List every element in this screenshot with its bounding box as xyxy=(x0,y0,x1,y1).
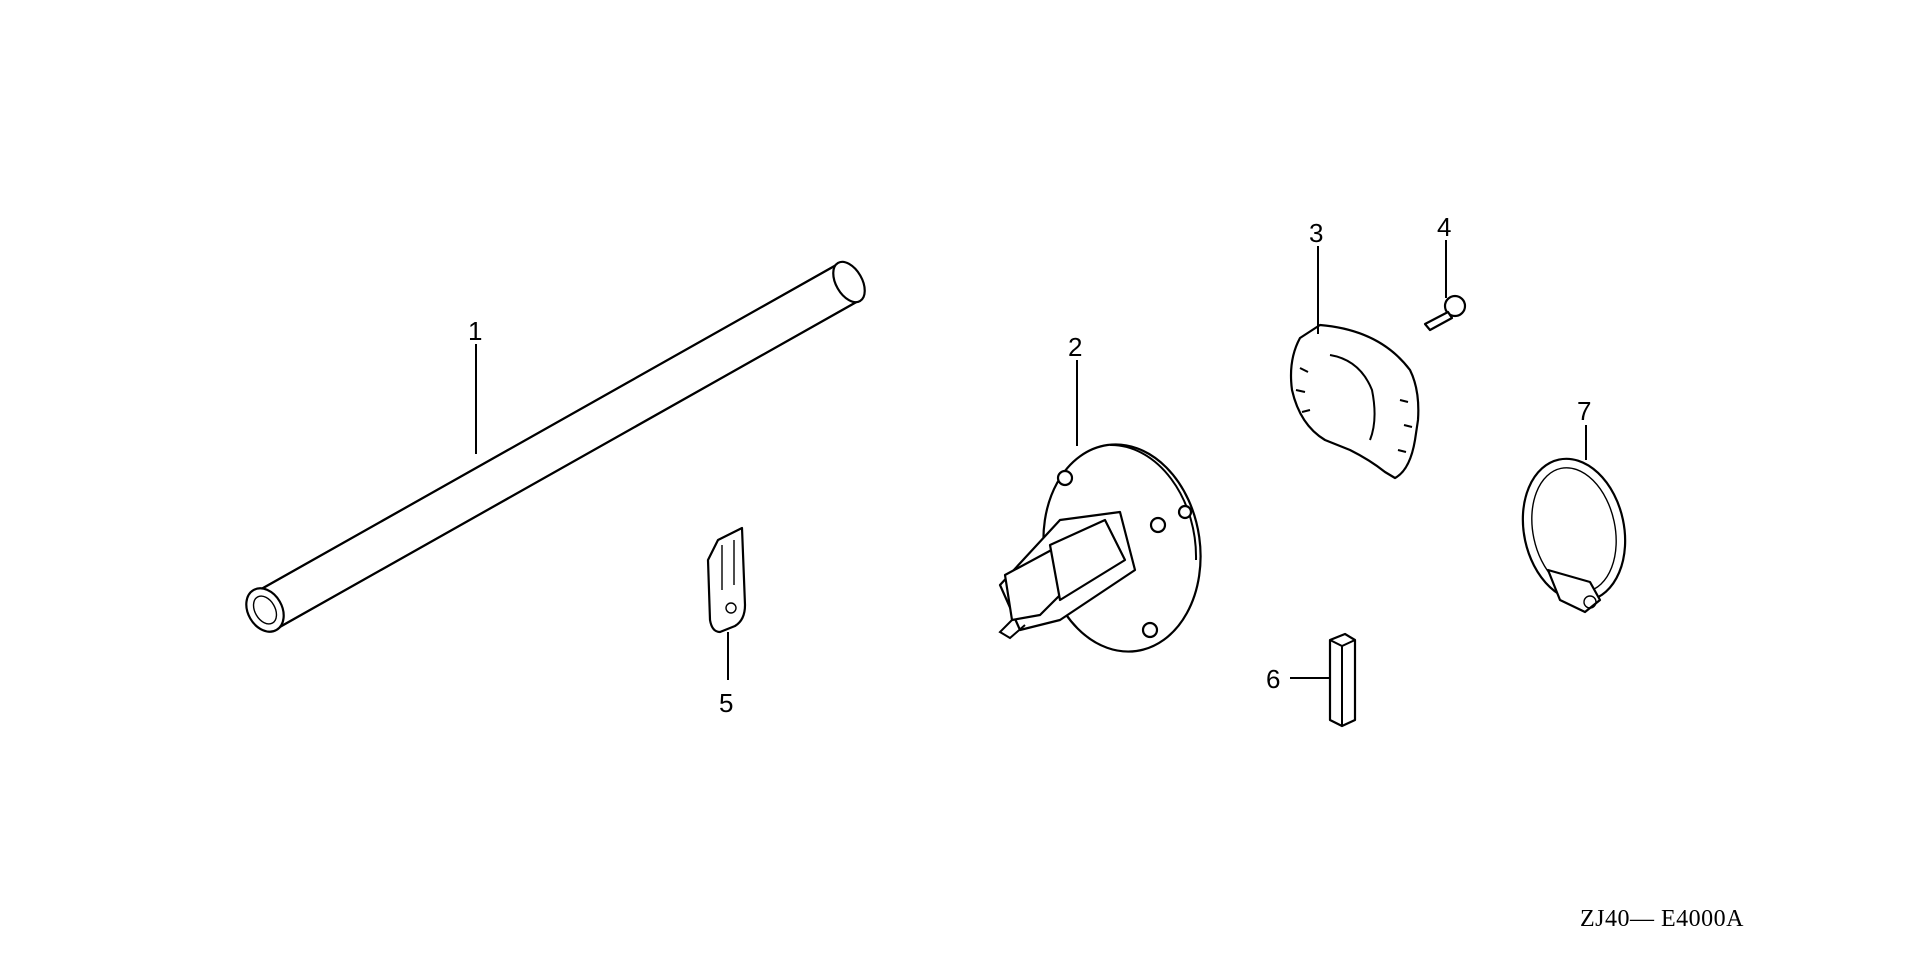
part-2-hub-flange xyxy=(998,443,1202,653)
part-5-bracket-clip xyxy=(706,526,747,634)
part-6-key xyxy=(1328,632,1357,728)
callout-5: 5 xyxy=(719,688,733,718)
callout-2: 2 xyxy=(1068,332,1082,362)
part-3-notched-cover xyxy=(1289,323,1420,480)
part-1-shaft-tube xyxy=(245,260,866,633)
part-4-screw xyxy=(1423,294,1467,332)
part-7-hose-clamp xyxy=(1521,457,1627,614)
callout-1: 1 xyxy=(468,316,482,346)
callout-7: 7 xyxy=(1577,396,1591,426)
callout-6: 6 xyxy=(1266,664,1280,694)
callout-3: 3 xyxy=(1309,218,1323,248)
diagram-code: ZJ40— E4000A xyxy=(1580,906,1744,932)
callout-4: 4 xyxy=(1437,212,1451,242)
